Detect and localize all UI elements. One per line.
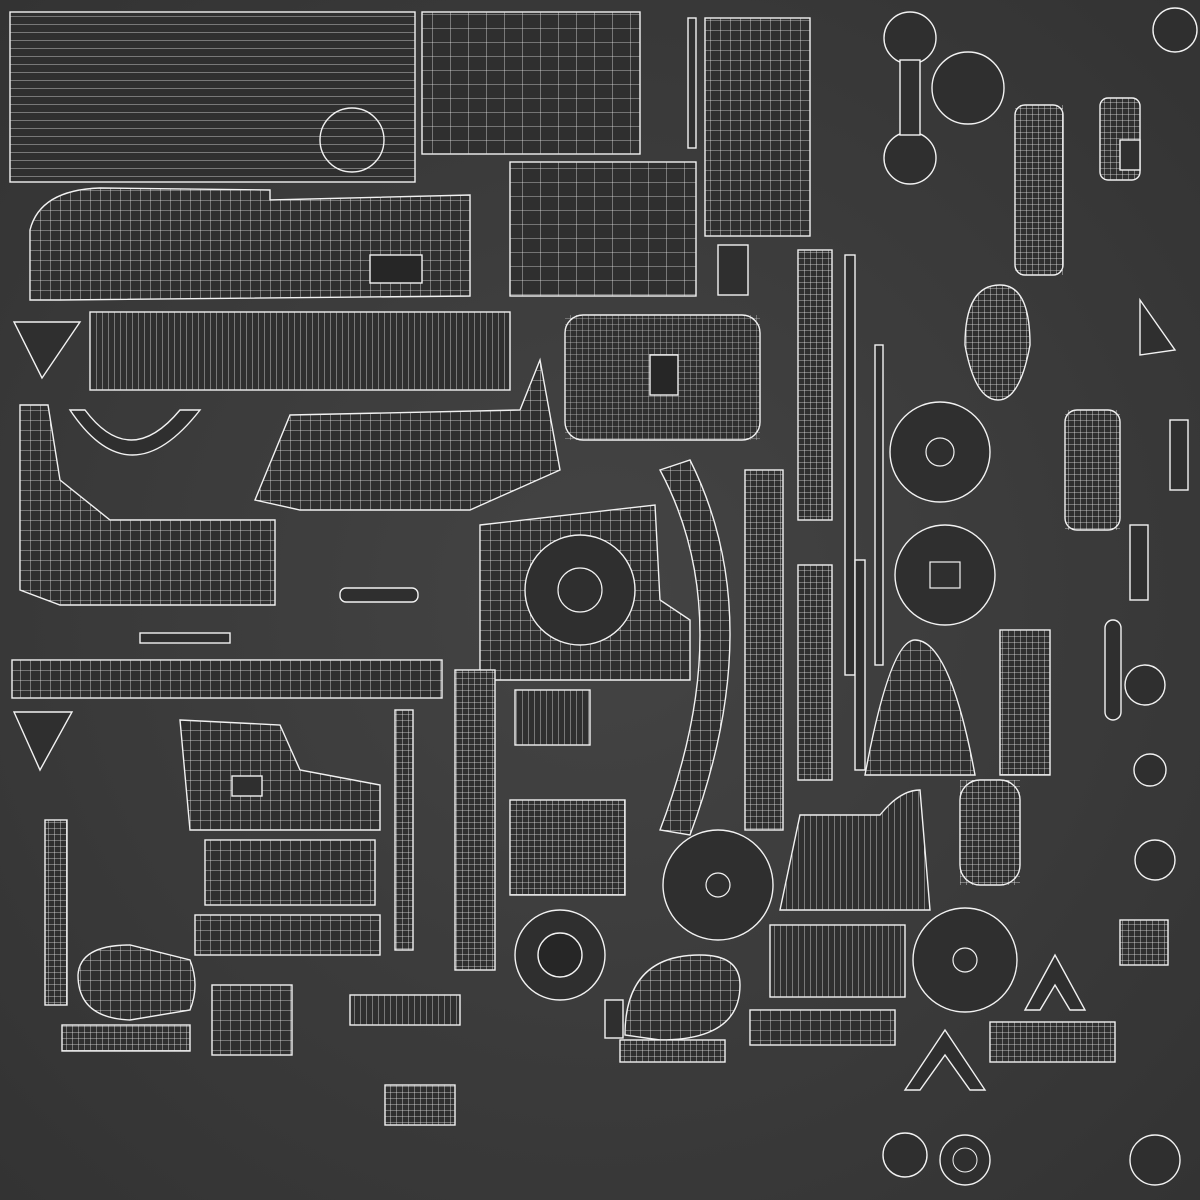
uv-island-housing — [479, 504, 691, 681]
uv-island-disc-2 — [894, 524, 996, 626]
uv-island-stock — [19, 404, 276, 606]
uv-island-pad — [564, 314, 761, 441]
uv-island-top-plank — [9, 11, 416, 183]
uv-island-long-strip — [11, 659, 443, 699]
uv-island-skirt — [779, 789, 931, 911]
uv-island-small-bits — [44, 139, 1189, 1039]
uv-island-thin-rods — [687, 17, 884, 771]
uv-island-receiver — [29, 187, 471, 301]
uv-island-disc-5 — [514, 909, 606, 1001]
uv-island-pill — [77, 944, 196, 1021]
uv-island-disc-3 — [662, 829, 774, 941]
uv-island-grip-frame — [254, 357, 561, 511]
uv-island-teardrop — [624, 954, 741, 1041]
uv-island-right-blocks — [959, 97, 1141, 886]
uv-island-column-b — [797, 249, 833, 781]
uv-island-comb — [769, 924, 906, 998]
uv-island-brackets — [12, 297, 1177, 1091]
uv-island-top-grid — [421, 11, 641, 155]
uv-island-disc-1 — [889, 401, 991, 503]
uv-island-curved-arm — [658, 459, 731, 836]
uv-island-cone — [864, 639, 976, 776]
uv-island-disc-4 — [912, 907, 1018, 1013]
uv-island-egg — [964, 284, 1031, 401]
uv-island-bottom-strips — [61, 984, 1116, 1126]
uv-island-bottom-rings — [882, 7, 1198, 1186]
uv-island-connecting-rod — [883, 11, 1005, 185]
uv-island-slotted-rail — [89, 311, 511, 391]
uv-island-column-c — [744, 469, 784, 831]
uv-island-column-a — [704, 17, 811, 237]
uv-island-lower-body — [179, 719, 381, 956]
uv-island-mid-grid — [509, 161, 697, 297]
